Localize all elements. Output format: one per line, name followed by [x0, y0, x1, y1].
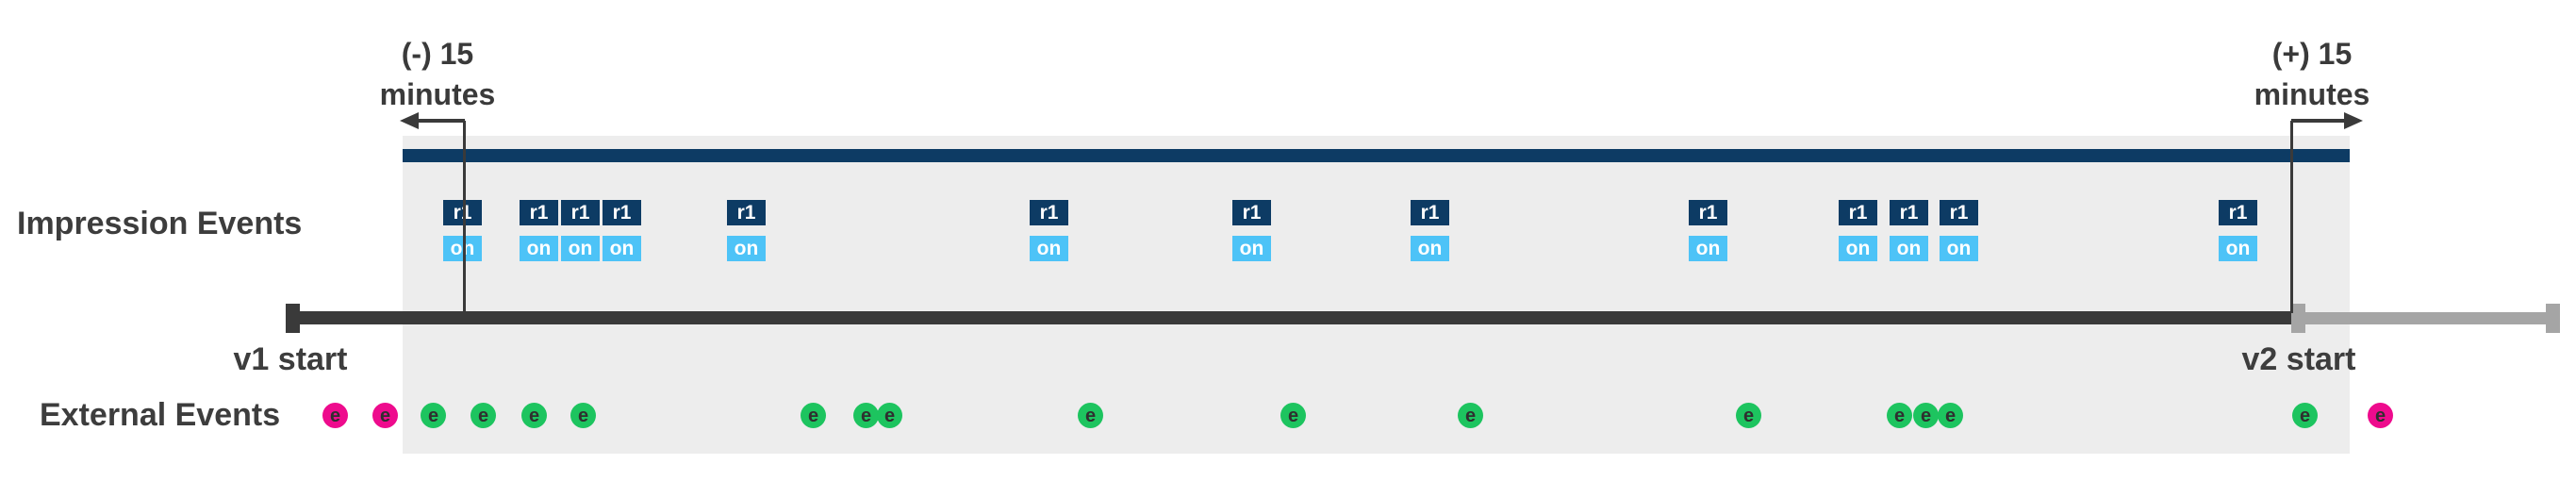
impression-r1-box: r1 — [520, 200, 558, 225]
impression-r1-box: r1 — [1940, 200, 1978, 225]
impression-on-box: on — [561, 236, 600, 261]
impression-event: r1 on — [1940, 200, 1978, 261]
external-event-magenta: e — [372, 403, 398, 428]
attribution-window-panel — [403, 136, 2350, 454]
impression-on-box: on — [1890, 236, 1928, 261]
impression-events-label: Impression Events — [17, 206, 303, 241]
impression-r1-box: r1 — [561, 200, 600, 225]
plus-15-arrowhead-icon — [2344, 112, 2363, 129]
minus-15-minutes-note: (-) 15 minutes — [315, 34, 560, 115]
external-event-green: e — [1078, 403, 1103, 428]
minus-15-arrowhead-icon — [400, 112, 419, 129]
external-event-green: e — [1458, 403, 1483, 428]
external-event-green: e — [853, 403, 879, 428]
v2-start-cap — [2291, 304, 2305, 333]
impression-r1-box: r1 — [1890, 200, 1928, 225]
v1-start-cap — [286, 304, 300, 333]
impression-on-box: on — [1232, 236, 1271, 261]
impression-event: r1 on — [603, 200, 641, 261]
impression-on-box: on — [1030, 236, 1068, 261]
impression-event: r1 on — [1839, 200, 1877, 261]
impression-on-box: on — [1689, 236, 1727, 261]
v2-start-label: v2 start — [2241, 341, 2356, 377]
v1-start-label: v1 start — [233, 341, 348, 377]
minus-15-arrow-shaft — [407, 119, 465, 123]
external-event-green: e — [2292, 403, 2318, 428]
impression-on-box: on — [1839, 236, 1877, 261]
minus-15-line2: minutes — [379, 77, 496, 111]
impression-r1-box: r1 — [443, 200, 482, 225]
impression-r1-box: r1 — [727, 200, 766, 225]
plus-15-arrow-shaft — [2291, 119, 2346, 123]
impression-event: r1 on — [520, 200, 558, 261]
impression-r1-box: r1 — [1839, 200, 1877, 225]
impression-r1-box: r1 — [1030, 200, 1068, 225]
impression-on-box: on — [2219, 236, 2257, 261]
plus-15-line1: (+) 15 — [2271, 37, 2353, 71]
timeline-v2-bar — [2294, 312, 2548, 324]
minus-15-marker-line — [463, 121, 466, 313]
impression-event: r1 on — [443, 200, 482, 261]
impression-r1-box: r1 — [603, 200, 641, 225]
timeline-v1-bar — [286, 311, 2294, 324]
impression-event: r1 on — [1689, 200, 1727, 261]
external-event-green: e — [1887, 403, 1912, 428]
impression-event: r1 on — [1030, 200, 1068, 261]
navy-duration-strip — [403, 149, 2350, 162]
impression-on-box: on — [520, 236, 558, 261]
impression-event: r1 on — [561, 200, 600, 261]
external-event-green: e — [1938, 403, 1963, 428]
impression-event: r1 on — [2219, 200, 2257, 261]
impression-r1-box: r1 — [1232, 200, 1271, 225]
external-event-green: e — [1280, 403, 1306, 428]
timeline-end-cap — [2546, 304, 2560, 333]
impression-on-box: on — [1411, 236, 1449, 261]
impression-on-box: on — [443, 236, 482, 261]
impression-r1-box: r1 — [1689, 200, 1727, 225]
impression-event: r1 on — [1232, 200, 1271, 261]
external-events-label: External Events — [40, 397, 281, 433]
external-event-green: e — [421, 403, 446, 428]
external-event-green: e — [570, 403, 596, 428]
external-event-green: e — [521, 403, 547, 428]
plus-15-line2: minutes — [2254, 77, 2370, 111]
impression-on-box: on — [727, 236, 766, 261]
impression-event: r1 on — [727, 200, 766, 261]
minus-15-line1: (-) 15 — [401, 37, 474, 71]
impression-on-box: on — [603, 236, 641, 261]
impression-r1-box: r1 — [2219, 200, 2257, 225]
external-event-magenta: e — [2368, 403, 2393, 428]
external-event-green: e — [877, 403, 902, 428]
impression-event: r1 on — [1411, 200, 1449, 261]
external-event-green: e — [1913, 403, 1939, 428]
impression-on-box: on — [1940, 236, 1978, 261]
plus-15-marker-line — [2290, 121, 2293, 313]
external-event-green: e — [801, 403, 826, 428]
plus-15-minutes-note: (+) 15 minutes — [2189, 34, 2435, 115]
external-event-green: e — [471, 403, 496, 428]
external-event-magenta: e — [322, 403, 348, 428]
external-event-green: e — [1736, 403, 1761, 428]
impression-event: r1 on — [1890, 200, 1928, 261]
impression-r1-box: r1 — [1411, 200, 1449, 225]
